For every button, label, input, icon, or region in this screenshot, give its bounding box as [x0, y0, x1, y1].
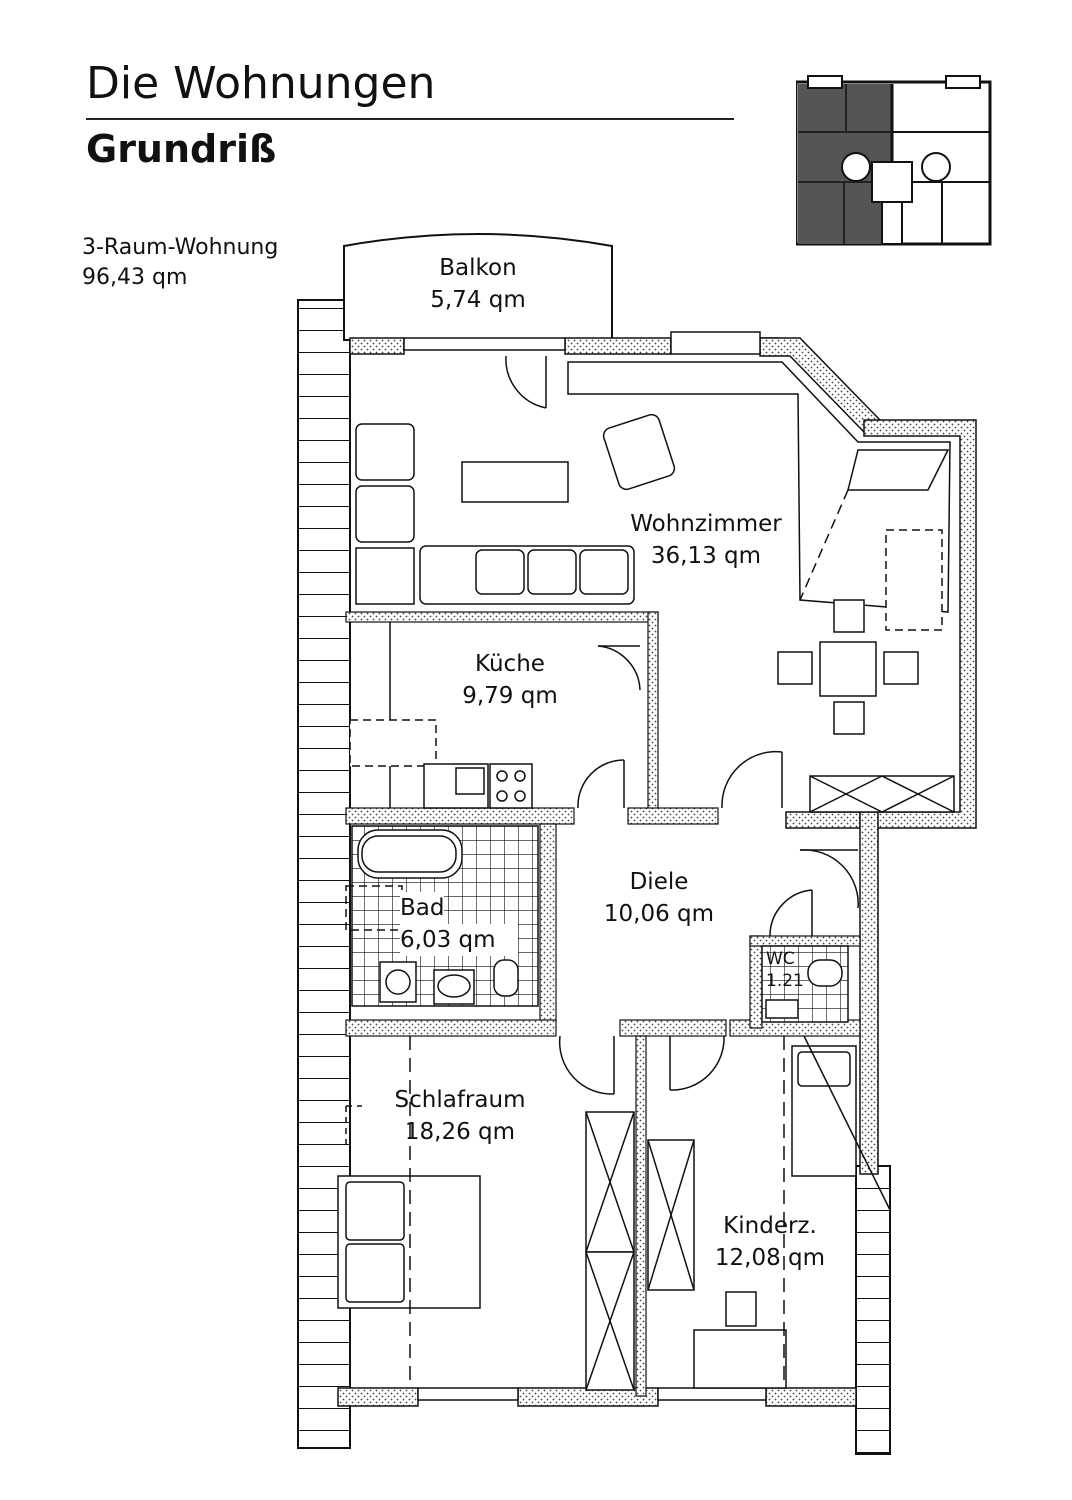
windows	[403, 331, 767, 1401]
room-name: Bad	[400, 892, 445, 924]
room-area: 5,74 qm	[430, 287, 526, 313]
room-name: Kinderz.	[723, 1213, 817, 1239]
balcony	[343, 233, 613, 341]
page-subtitle: Grundriß	[86, 127, 277, 171]
room-area: 36,13 qm	[650, 543, 762, 569]
room-area: 9,79 qm	[462, 683, 558, 709]
room-name: Diele	[629, 869, 689, 895]
room-label-diele: Diele 10,06 qm	[584, 866, 734, 930]
bathroom-fixtures	[345, 825, 539, 1007]
room-area: 6,03 qm	[400, 924, 518, 956]
room-area: 12,08 qm	[714, 1245, 826, 1271]
room-label-schlafraum: Schlafraum 18,26 qm	[370, 1084, 550, 1148]
wc-fixtures	[761, 945, 849, 1023]
living-room-furniture	[355, 413, 955, 813]
kitchen-fixtures	[349, 622, 533, 809]
outer-walls	[337, 337, 977, 1407]
right-stairwell	[855, 1165, 891, 1455]
room-area: 10,06 qm	[603, 901, 715, 927]
room-name: Wohnzimmer	[630, 511, 782, 537]
room-name: WC	[766, 949, 795, 969]
page-title: Die Wohnungen	[86, 58, 436, 109]
room-label-bad: Bad 6,03 qm	[400, 892, 518, 956]
unit-type-label: 3-Raum-Wohnung	[82, 235, 279, 260]
room-label-kueche: Küche 9,79 qm	[440, 648, 580, 712]
interior-walls	[345, 611, 861, 1397]
title-divider	[86, 118, 734, 120]
room-label-wc: WC 1.21	[766, 948, 804, 992]
room-area: 18,26 qm	[404, 1119, 516, 1145]
room-area: 1.21	[766, 971, 804, 991]
bedroom-furniture	[337, 1036, 635, 1391]
room-label-kinderzimmer: Kinderz. 12,08 qm	[700, 1210, 840, 1274]
room-name: Balkon	[439, 255, 517, 281]
room-label-balkon: Balkon 5,74 qm	[408, 252, 548, 316]
bay-window-corner	[567, 361, 951, 613]
door-swings	[505, 355, 859, 1095]
kids-room-furniture	[647, 1035, 891, 1389]
room-name: Küche	[475, 651, 545, 677]
key-plan	[796, 75, 992, 246]
unit-area-label: 96,43 qm	[82, 265, 188, 290]
room-name: Schlafraum	[394, 1087, 526, 1113]
room-label-wohnzimmer: Wohnzimmer 36,13 qm	[606, 508, 806, 572]
